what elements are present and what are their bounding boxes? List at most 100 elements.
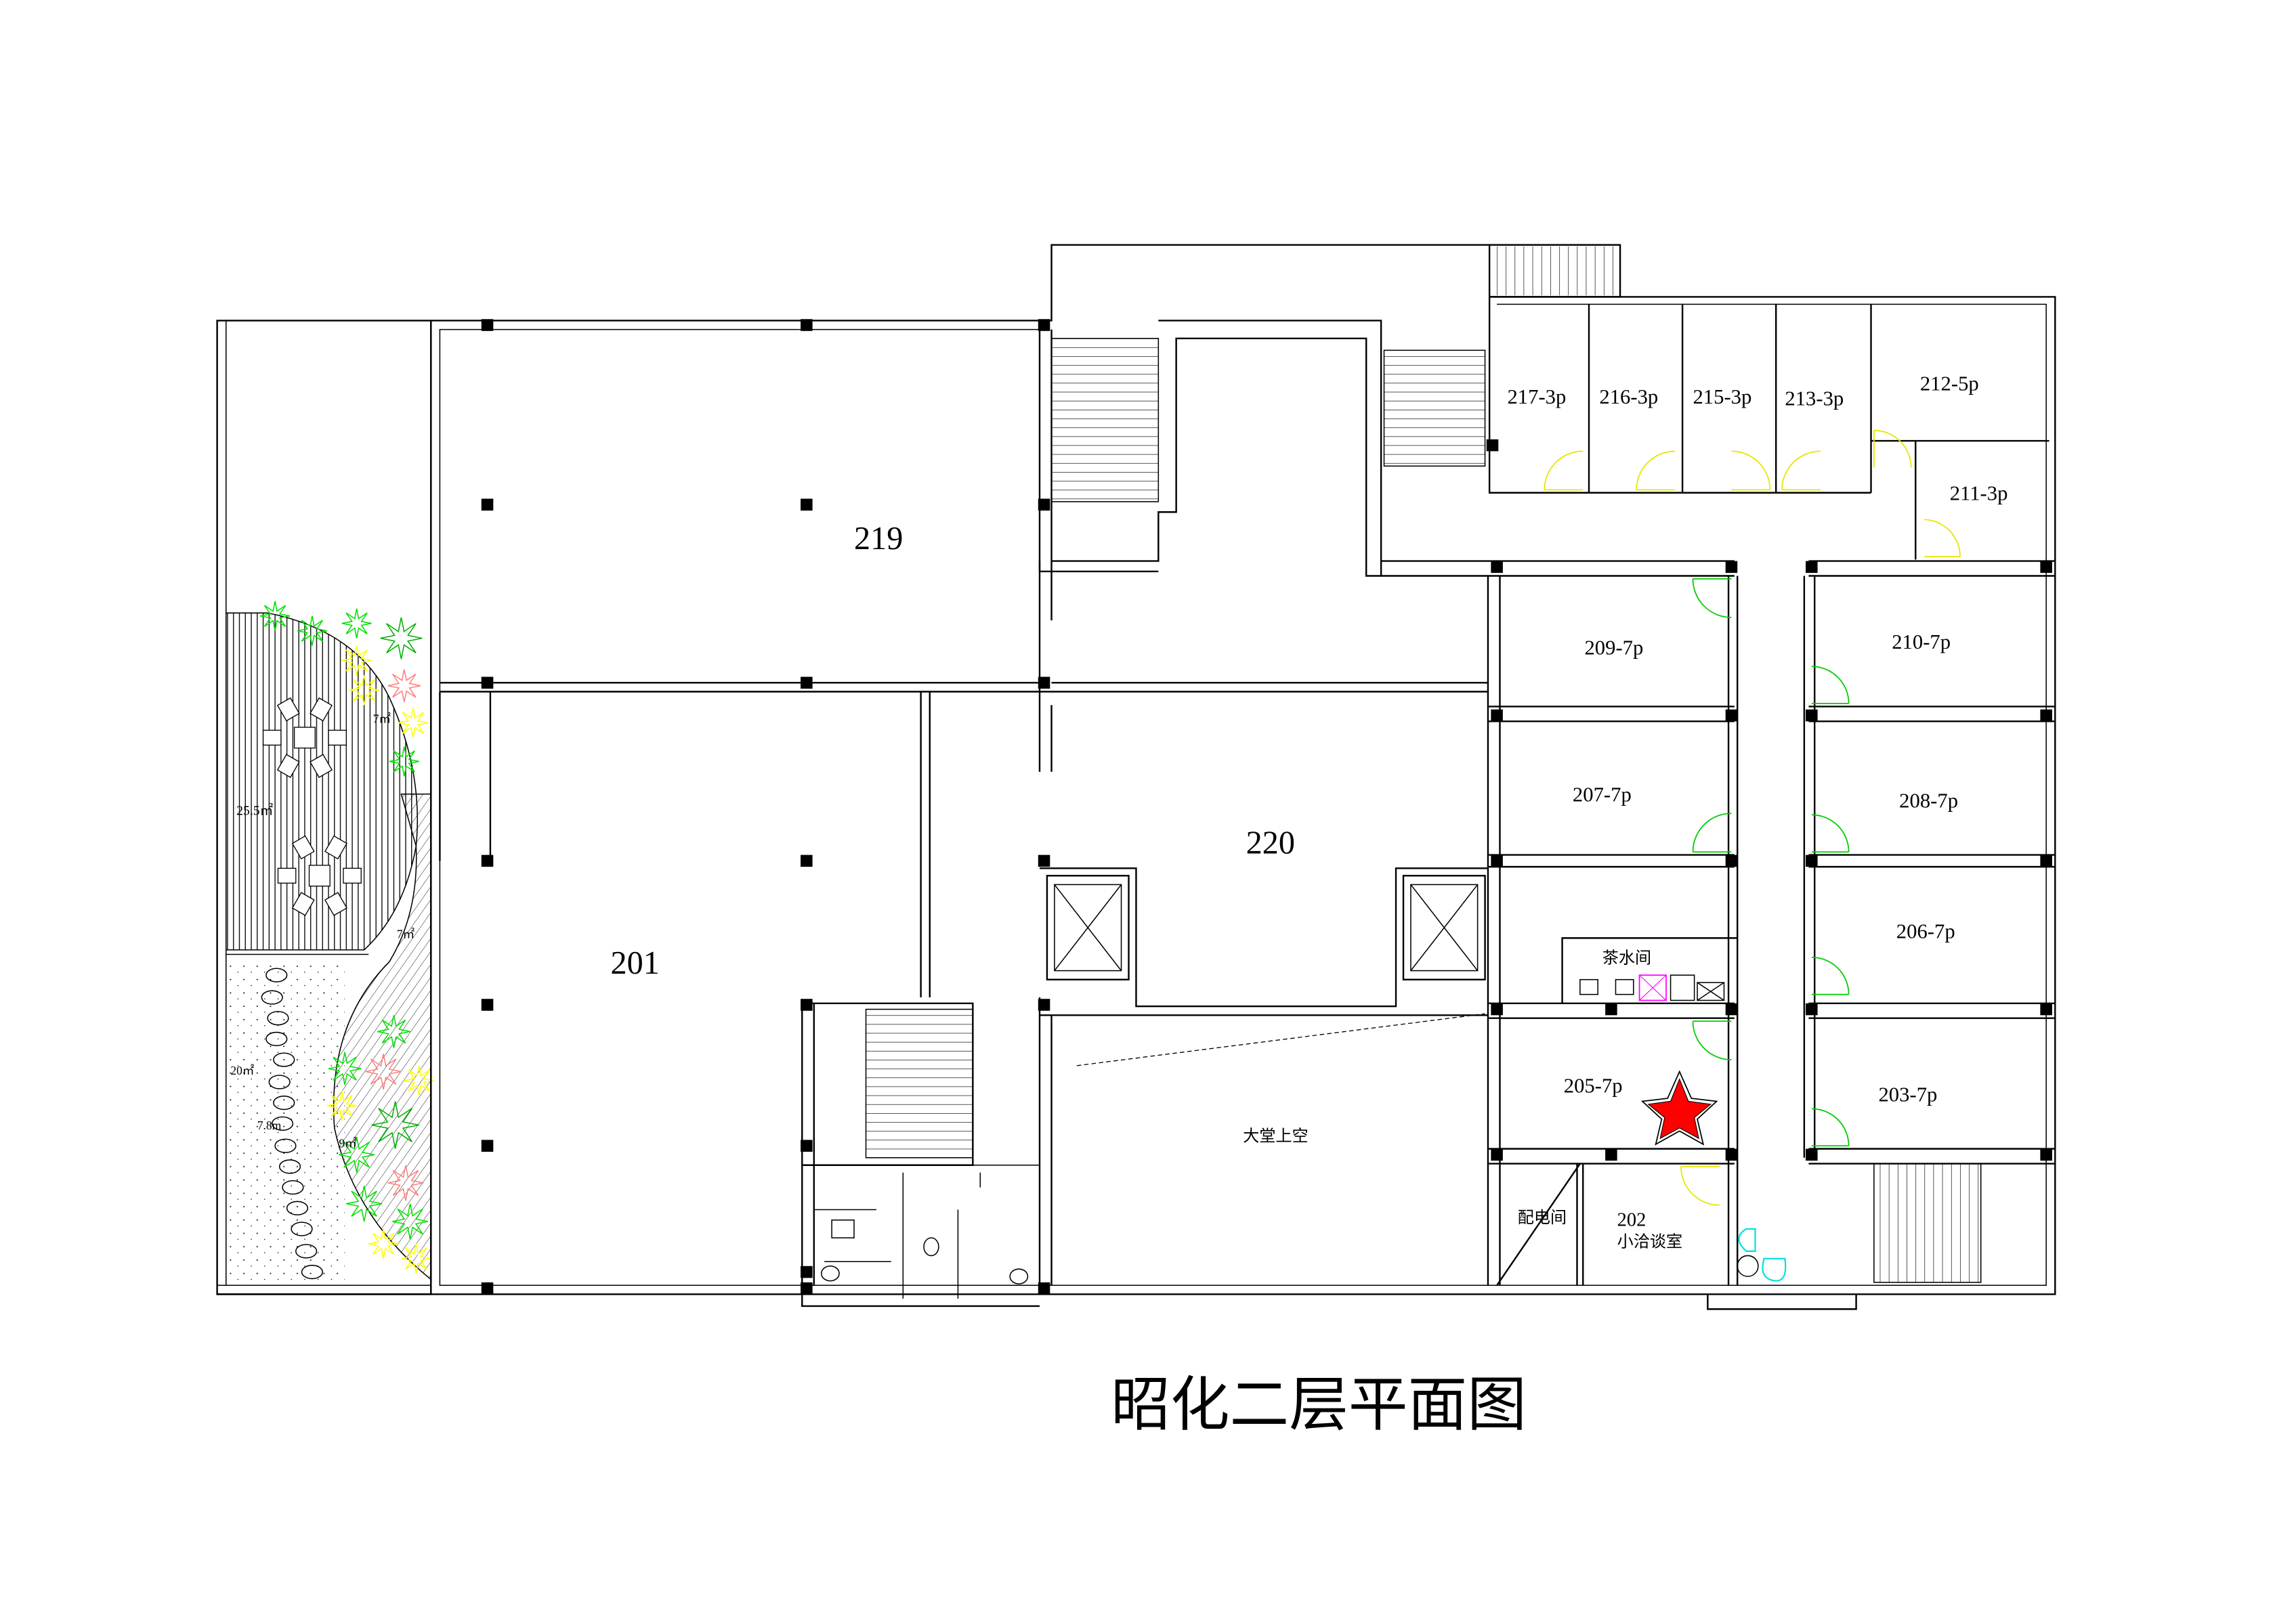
stepping-stone [261,990,283,1005]
stepping-stone [267,1011,289,1026]
column [481,1140,494,1152]
column [1491,855,1503,867]
stepping-stone [278,1159,301,1174]
stepping-stone [273,1096,295,1110]
plant-icon [341,608,372,639]
column [1806,855,1818,867]
column [1806,561,1818,574]
plant-bottom-area-label: 9㎡ [339,1136,357,1150]
gravel-area [226,961,345,1282]
plant-top-area-label: 7㎡ [373,712,391,726]
column [1806,1148,1818,1161]
garden: 25.5㎡ 7㎡ 7㎡ 20㎡ 7.8m 9㎡ [216,320,434,1295]
plant-icon [392,1203,429,1240]
column [1605,1003,1617,1016]
chair [343,867,362,884]
plant-icon [260,601,291,631]
column [2040,1003,2052,1016]
column [1725,561,1738,574]
column [801,855,813,867]
column [481,999,494,1011]
plant-icon [341,645,372,676]
plant-icon [389,746,419,777]
column [1491,1003,1503,1016]
plant-icon [377,1015,410,1048]
door-swing [1811,814,1850,853]
plant-icon [297,615,327,646]
chair [277,867,297,884]
column [481,498,494,511]
column [2040,855,2052,867]
column [1491,709,1503,722]
chair [276,697,300,722]
stepping-stone [265,968,288,982]
plant-icon [404,1065,434,1096]
column [801,1140,813,1152]
stepping-stone [295,1244,318,1259]
plant-icon [380,617,423,660]
column [1486,439,1499,452]
stepping-stone [271,1116,294,1131]
column [481,319,494,331]
door-swing [1781,450,1821,491]
column [801,498,813,511]
column [1491,1148,1503,1161]
door-swing [1680,1166,1720,1206]
table [308,865,331,887]
column [481,1282,494,1295]
room-211-label: 211-3p [1950,482,2008,505]
room-217-label: 217-3p [1507,385,1566,408]
door-swing [1811,956,1850,995]
room-labels: 219 220 201 217-3p 216-3p 215-3p 213-3p … [610,372,2007,1251]
plan-title: 昭化二层平面图 [1111,1372,1527,1437]
plant-icon [387,1165,424,1201]
room-208-label: 208-7p [1899,789,1958,812]
plant-icon [401,1243,431,1274]
door-swing [1731,450,1771,491]
power-room-label: 配电间 [1518,1209,1567,1227]
stepping-stone [286,1201,309,1215]
chair [291,835,315,860]
chair [291,892,315,916]
path-length-label: 7.8m [257,1119,282,1132]
garden-plants [260,601,434,1274]
column [1725,1003,1738,1016]
room-202-label: 202 [1617,1210,1646,1231]
plant-icon [371,1101,419,1149]
chair [324,892,347,916]
door-swing [1544,450,1583,491]
garden-tables [262,697,362,916]
room-203-label: 203-7p [1878,1083,1937,1106]
stepping-stones [261,968,324,1280]
plant-icon [387,669,421,702]
room-215-label: 215-3p [1693,385,1751,408]
door-swing [1811,1108,1850,1147]
room-206-label: 206-7p [1896,920,1955,943]
deck-area-label: 25.5㎡ [236,802,274,818]
plant-icon [326,1090,357,1121]
column [2040,561,2052,574]
door-swing [1692,813,1732,853]
column [1725,1148,1738,1161]
column [1038,855,1050,867]
column [481,855,494,867]
plant-icon [365,1054,402,1090]
stepping-stone [274,1138,297,1153]
lobby-void-label: 大堂上空 [1243,1127,1308,1146]
plant-icon [328,1052,362,1085]
column [1605,1148,1617,1161]
door-swing [1636,450,1676,491]
door-swing [1924,519,1961,557]
column [2040,709,2052,722]
room-216-label: 216-3p [1599,385,1658,408]
room-201-label: 201 [610,945,659,981]
column [481,676,494,689]
door-swing [1692,578,1732,618]
column [1038,498,1050,511]
room-220-label: 220 [1246,825,1295,861]
wooden-deck [225,612,419,951]
stepping-stone [291,1221,313,1236]
column [1491,561,1503,574]
chair [310,754,333,778]
stepping-stone [265,1031,288,1047]
